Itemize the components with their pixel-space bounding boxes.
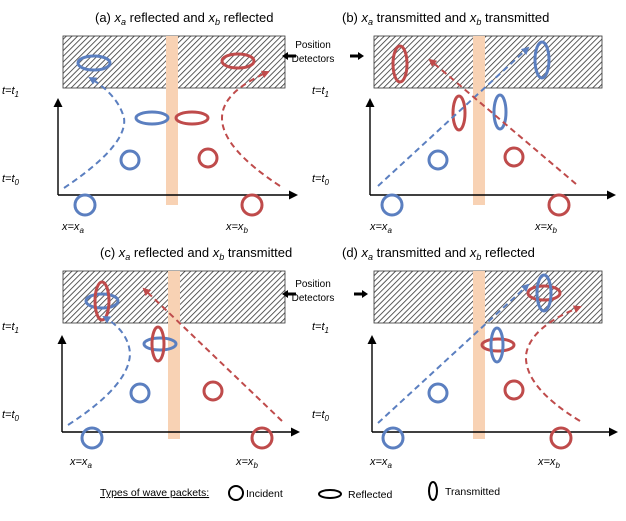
incident-packet-a: [73, 193, 97, 217]
barrier: [166, 36, 178, 205]
panel-c: (c) xa reflected and xb transmitted t=t1…: [2, 245, 300, 470]
detectors-line1: Position: [295, 40, 331, 51]
detectors-label-bottom: Position Detectors: [282, 279, 368, 304]
barrier: [168, 271, 180, 439]
panel-b: (b) xa transmitted and xb transmitted t=…: [312, 10, 616, 235]
incident-packet-b: [197, 147, 219, 169]
reflected-packet-b: [174, 110, 210, 126]
trajectory-a: [377, 46, 530, 187]
left-arrow-icon: [282, 290, 296, 298]
trajectory-b: [142, 287, 283, 422]
panel-d: (d) xa transmitted and xb reflected t=t1…: [312, 245, 618, 470]
xa-label: x=xa: [369, 456, 392, 470]
t0-label: t=t0: [2, 173, 20, 187]
legend: Types of wave packets: Incident Reflecte…: [100, 481, 500, 501]
barrier: [473, 271, 485, 439]
transmitted-packet-b: [451, 94, 467, 132]
right-arrow-icon: [350, 52, 364, 60]
transmitted-packet-b: [93, 280, 111, 322]
detectors-line2: Detectors: [292, 54, 335, 65]
panel-d-title: (d) xa transmitted and xb reflected: [342, 245, 535, 262]
t0-label: t=t0: [312, 409, 330, 423]
panel-a-title: (a) xa reflected and xb reflected: [95, 10, 273, 27]
incident-packet-b: [202, 380, 224, 402]
incident-packet-b: [250, 426, 274, 450]
right-arrow-icon: [354, 290, 368, 298]
incident-packet-b: [503, 379, 525, 401]
t1-label: t=t1: [312, 321, 329, 335]
incident-packet-a: [381, 426, 405, 450]
t1-label: t=t1: [312, 85, 329, 99]
trajectory-b: [524, 305, 582, 422]
detector-region: [373, 270, 603, 324]
xa-label: x=xa: [69, 456, 92, 470]
legend-incident: Incident: [246, 488, 283, 500]
xa-label: x=xa: [61, 221, 84, 235]
xb-label: x=xb: [235, 456, 258, 470]
reflected-legend-icon: [318, 489, 342, 499]
detectors-line1: Position: [295, 279, 331, 290]
transmitted-legend-icon: [428, 481, 438, 501]
trajectory-a: [377, 283, 530, 424]
trajectory-b: [220, 70, 281, 187]
transmitted-packet-a: [533, 40, 551, 80]
trajectory-b: [428, 58, 577, 185]
detector-region: [373, 35, 603, 89]
barrier: [473, 36, 485, 205]
xb-label: x=xb: [537, 456, 560, 470]
incident-packet-a: [427, 149, 449, 171]
t1-label: t=t1: [2, 85, 19, 99]
panel-a: (a) xa reflected and xb reflected t=t1 t…: [2, 10, 298, 235]
transmitted-packet-b: [391, 44, 409, 84]
reflected-packet-a: [134, 110, 170, 126]
incident-packet-b: [503, 146, 525, 168]
incident-legend-icon: [228, 485, 244, 501]
detectors-label-top: Position Detectors: [282, 40, 364, 65]
reflected-packet-a: [84, 292, 120, 310]
trajectory-a: [67, 315, 132, 426]
reflected-packet-b: [526, 284, 562, 302]
reflected-packet-b: [220, 52, 256, 70]
incident-packet-a: [427, 382, 449, 404]
transmitted-packet-a: [489, 326, 505, 364]
panel-c-title: (c) xa reflected and xb transmitted: [100, 245, 292, 262]
reflected-packet-a: [142, 336, 178, 352]
t0-label: t=t0: [2, 409, 20, 423]
transmitted-packet-a: [535, 273, 553, 313]
trajectory-a: [63, 76, 126, 189]
left-arrow-icon: [282, 52, 296, 60]
legend-title: Types of wave packets:: [100, 487, 209, 499]
reflected-packet-a: [76, 54, 112, 72]
transmitted-packet-a: [492, 93, 508, 131]
t0-label: t=t0: [312, 173, 330, 187]
xb-label: x=xb: [534, 221, 557, 235]
incident-packet-a: [119, 149, 141, 171]
legend-reflected: Reflected: [348, 489, 393, 501]
xa-label: x=xa: [369, 221, 392, 235]
legend-transmitted: Transmitted: [445, 486, 500, 498]
detectors-line2: Detectors: [292, 293, 335, 304]
incident-packet-a: [80, 426, 104, 450]
transmitted-packet-b: [150, 325, 166, 363]
incident-packet-a: [380, 193, 404, 217]
t1-label: t=t1: [2, 321, 19, 335]
incident-packet-b: [240, 193, 264, 217]
incident-packet-b: [547, 193, 571, 217]
incident-packet-b: [549, 426, 573, 450]
xb-label: x=xb: [225, 221, 248, 235]
incident-packet-a: [129, 382, 151, 404]
reflected-packet-b: [480, 337, 516, 353]
panel-b-title: (b) xa transmitted and xb transmitted: [342, 10, 549, 27]
